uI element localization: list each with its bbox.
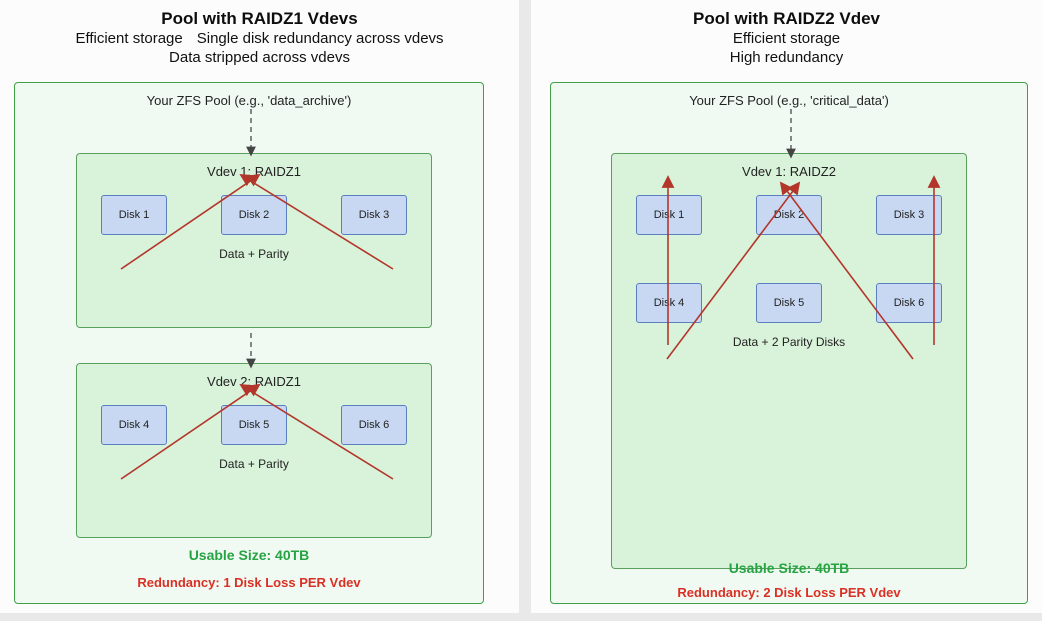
raidz1-panel-title: Pool with RAIDZ1 Vdevs [161,9,358,28]
vdev1-disk-row-1: Disk 1 Disk 2 Disk 3 [612,195,966,235]
vdev1-label: Vdev 1: RAIDZ1 [207,164,301,179]
vdev1-caption: Data + 2 Parity Disks [732,335,846,349]
zfs-pool-box-raidz1: Your ZFS Pool (e.g., 'data_archive') Vde… [14,82,484,604]
pool-label: Your ZFS Pool (e.g., 'critical_data') [689,93,889,108]
vdev1-raidz1-box: Vdev 1: RAIDZ1 Disk 1 Disk 2 Disk 3 Data… [76,153,432,328]
raidz1-subtitle-part1: Efficient storage [75,30,183,47]
disk-5: Disk 5 [221,405,287,445]
disk-6: Disk 6 [341,405,407,445]
vdev2-raidz1-box: Vdev 2: RAIDZ1 Disk 4 Disk 5 Disk 6 Data… [76,363,432,538]
vdev1-raidz2-box: Vdev 1: RAIDZ2 Disk 1 Disk 2 Disk 3 Disk… [611,153,967,569]
usable-size-text: Usable Size: 40TB [728,560,850,576]
disk-5: Disk 5 [756,283,822,323]
pool-label: Your ZFS Pool (e.g., 'data_archive') [146,93,352,108]
disk-4: Disk 4 [636,283,702,323]
raidz2-subtitle-line1: Efficient storage [732,30,841,47]
disk-6: Disk 6 [876,283,942,323]
disk-1: Disk 1 [101,195,167,235]
raidz1-subtitle-line2: Data stripped across vdevs [169,49,350,66]
disk-2: Disk 2 [756,195,822,235]
vdev2-label: Vdev 2: RAIDZ1 [207,374,301,389]
vdev2-caption: Data + Parity [219,457,289,471]
redundancy-text: Redundancy: 1 Disk Loss PER Vdev [137,575,361,590]
vdev2-disk-row: Disk 4 Disk 5 Disk 6 [77,405,431,445]
usable-size-text: Usable Size: 40TB [188,547,310,563]
disk-1: Disk 1 [636,195,702,235]
vdev1-disk-row: Disk 1 Disk 2 Disk 3 [77,195,431,235]
zfs-pool-box-raidz2: Your ZFS Pool (e.g., 'critical_data') Vd… [550,82,1028,604]
raidz1-subtitle-part2: Single disk redundancy across vdevs [196,30,444,47]
disk-3: Disk 3 [341,195,407,235]
disk-4: Disk 4 [101,405,167,445]
disk-2: Disk 2 [221,195,287,235]
raidz2-panel: Pool with RAIDZ2 Vdev Efficient storage … [531,0,1042,613]
redundancy-text: Redundancy: 2 Disk Loss PER Vdev [677,585,901,600]
raidz2-panel-title: Pool with RAIDZ2 Vdev [692,9,881,28]
vdev1-caption: Data + Parity [219,247,289,261]
raidz1-panel: Pool with RAIDZ1 Vdevs Efficient storage… [0,0,519,613]
raidz1-subtitle-row: Efficient storage Single disk redundancy… [0,29,519,48]
vdev1-disk-row-2: Disk 4 Disk 5 Disk 6 [612,283,966,323]
disk-3: Disk 3 [876,195,942,235]
raidz2-subtitle-line2: High redundancy [729,49,844,66]
vdev1-label: Vdev 1: RAIDZ2 [742,164,836,179]
